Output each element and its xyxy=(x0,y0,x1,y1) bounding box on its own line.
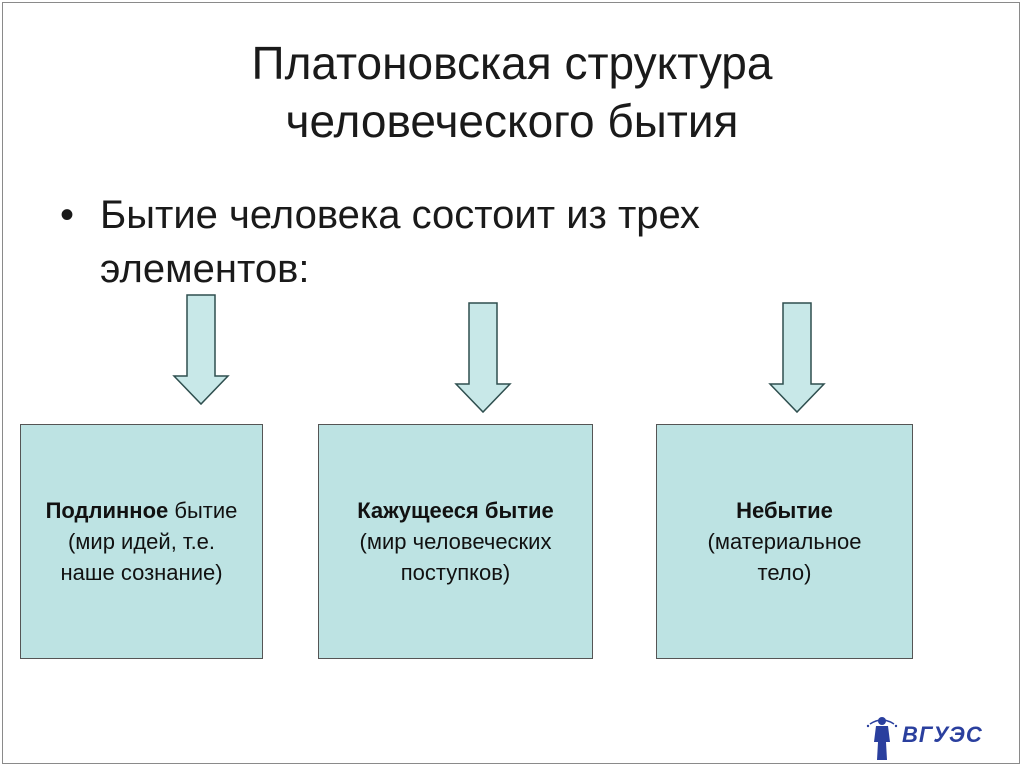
title-line-2: человеческого бытия xyxy=(285,95,739,147)
down-arrow-icon xyxy=(172,294,230,406)
box-line: (мир идей, т.е. xyxy=(67,529,216,554)
box-heading: Кажущееся бытие xyxy=(357,498,554,523)
box-apparent-being: Кажущееся бытие (мир человеческих поступ… xyxy=(318,424,593,659)
box-heading: Небытие xyxy=(736,498,833,523)
slide-title: Платоновская структура человеческого быт… xyxy=(0,34,1024,150)
box-line: тело) xyxy=(757,560,812,585)
box-line: поступков) xyxy=(400,560,511,585)
bullet-icon: • xyxy=(60,193,75,237)
box-line: (мир человеческих xyxy=(359,529,552,554)
bullet-line-1: Бытие человека состоит из трех xyxy=(100,193,700,237)
box-line: (материальное xyxy=(707,529,862,554)
bullet-line-2: элементов: xyxy=(100,247,310,291)
down-arrow-icon xyxy=(454,302,512,414)
down-arrow-icon xyxy=(768,302,826,414)
box-line: наше сознание) xyxy=(60,560,223,585)
box-heading: Подлинное бытие xyxy=(45,498,238,523)
title-line-1: Платоновская структура xyxy=(251,37,773,89)
logo-text: ВГУЭС xyxy=(902,722,983,747)
box-true-being: Подлинное бытие (мир идей, т.е. наше соз… xyxy=(20,424,263,659)
box-non-being: Небытие (материальное тело) xyxy=(656,424,913,659)
bullet-text: Бытие человека состоит из трех элементов… xyxy=(100,188,860,296)
figure-emblem-icon xyxy=(866,717,898,760)
logo: ВГУЭС xyxy=(862,712,992,764)
